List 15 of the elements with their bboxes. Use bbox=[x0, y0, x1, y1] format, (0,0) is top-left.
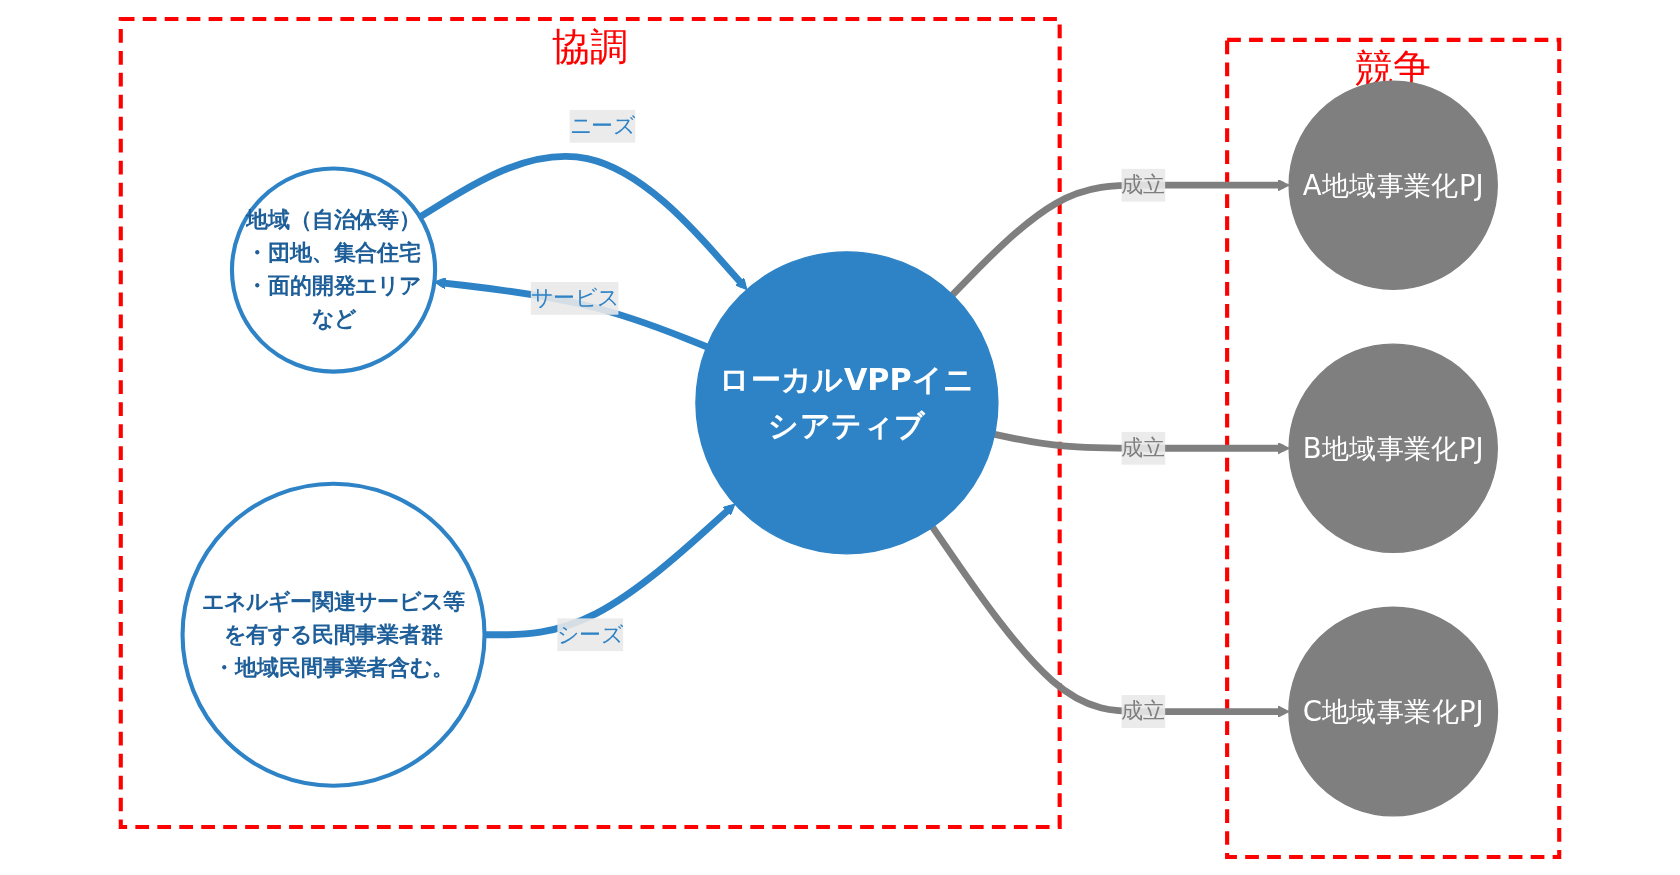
node-circle: エネルギー関連サービス等を有する民間事業者群 ・地域民間事業者含む。 bbox=[180, 481, 487, 788]
edge-label: シーズ bbox=[557, 620, 624, 647]
edge-label: 成立 bbox=[1121, 170, 1166, 198]
arrow bbox=[418, 152, 748, 290]
edge-label: 成立 bbox=[1121, 697, 1166, 724]
arrow bbox=[929, 524, 1290, 718]
arrow bbox=[950, 178, 1290, 297]
arrow bbox=[484, 503, 736, 638]
node-circle: 地域（自治体等） ・団地、集合住宅 ・面的開発エリア など bbox=[229, 165, 438, 374]
node-circle: C地域事業化PJ bbox=[1288, 606, 1499, 817]
edge-label: 成立 bbox=[1121, 434, 1166, 461]
edge-label: サービス bbox=[530, 284, 619, 311]
node-circle: ローカルVPPイニシアティブ bbox=[695, 250, 999, 554]
edge-label: ニーズ bbox=[569, 111, 636, 139]
node-circle: B地域事業化PJ bbox=[1288, 342, 1498, 553]
